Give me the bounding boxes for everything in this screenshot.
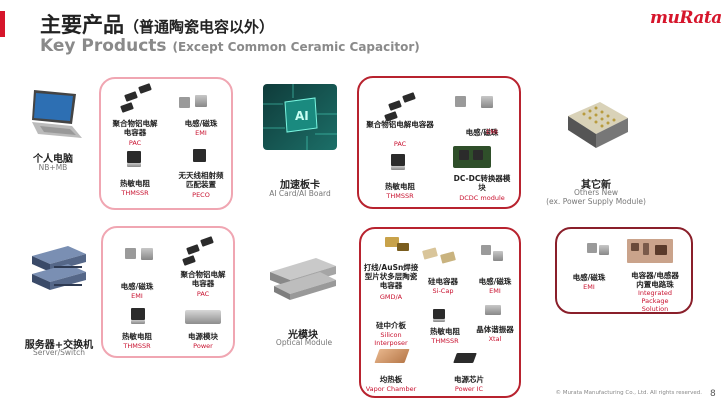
category-pc-sublabel: NB+MB (38, 163, 68, 172)
other-product-emi-name: 电感/磁珠 (572, 273, 606, 282)
category-optical-label: 光模块 (288, 330, 318, 341)
server-product-emi-name: 电感/磁珠 (120, 282, 154, 291)
ai-product-pac-code: PAC (393, 140, 407, 148)
server-product-power-code: Power (193, 342, 213, 350)
optical-product-sicap-code: Si-Cap (432, 287, 454, 295)
server-product-thermistor-name: 热敏电阻 (122, 332, 152, 341)
category-other-sublabel: Others New (574, 188, 618, 197)
server-product-pac-name: 聚合物铝电解电容器 (180, 270, 226, 288)
optical-product-poweric-code: Power IC (454, 385, 484, 393)
murata-logo: muRata (650, 8, 722, 28)
pc-product-pac-name: 聚合物铝电解电容器 (112, 119, 158, 137)
page-number: 8 (710, 389, 716, 399)
ai-chip-icon: AI (263, 84, 337, 150)
laptop-icon (24, 88, 86, 144)
server-product-emi-code: EMI (131, 292, 143, 300)
power-module-icon (560, 96, 632, 156)
category-ai-sublabel: AI Card/AI Board (269, 189, 331, 198)
pc-product-pac-code: PAC (128, 139, 142, 147)
optical-module-icon (266, 252, 340, 306)
title-accent-bar (0, 11, 5, 37)
category-other-note: (ex. Power Supply Module) (546, 197, 646, 206)
optical-product-emi-name: 电感/磁珠 (478, 277, 512, 286)
optical-product-gmd-name: 打线/AuSn焊接型片状多层陶瓷电容器 (363, 263, 419, 290)
server-product-power-name: 电源模块 (188, 332, 218, 341)
svg-text:AI: AI (295, 109, 309, 123)
pc-product-emi-code: EMI (195, 129, 207, 137)
other-product-emi-code: EMI (583, 283, 595, 291)
page-title-en: Key Products (Except Common Ceramic Capa… (40, 36, 420, 56)
optical-product-poweric-name: 电源芯片 (454, 375, 484, 384)
ai-product-pac-name: 聚合物铝电解电容器 (366, 120, 434, 129)
pc-product-thermistor-code: THMSSR (121, 189, 149, 197)
other-product-ips-name: 电容器/电感器内置电路珠 (631, 271, 679, 289)
optical-product-thermistor-name: 热敏电阻 (430, 327, 460, 336)
optical-product-emi-code: EMI (489, 287, 501, 295)
optical-product-sicap-name: 硅电容器 (428, 277, 458, 286)
optical-product-vc-code: Vapor Chamber (365, 385, 417, 393)
ai-product-thermistor-name: 热敏电阻 (385, 182, 415, 191)
optical-product-gmd-code: GMD/A (379, 293, 403, 301)
optical-product-xtal-name: 晶体谐振器 (476, 325, 514, 334)
ai-product-emi-name: 电感/磁珠 (465, 128, 499, 137)
ai-product-emi-code: EMI (486, 128, 498, 136)
optical-product-thermistor-code: THMSSR (431, 337, 459, 345)
pc-product-peco-code: PECO (192, 191, 210, 199)
ai-product-dcdc-code: DCDC module (459, 194, 505, 202)
category-pc-label: 个人电脑 (33, 154, 73, 165)
pc-product-emi-name: 电感/磁珠 (184, 119, 218, 128)
category-other-label: 其它新 (581, 180, 611, 191)
server-product-thermistor-code: THMSSR (123, 342, 151, 350)
copyright-text: © Murata Manufacturing Co., Ltd. All rig… (555, 390, 702, 396)
optical-product-vc-name: 均热板 (379, 375, 403, 384)
category-optical-sublabel: Optical Module (275, 338, 333, 347)
pc-product-peco-name: 无天线相射频匹配装置 (178, 171, 224, 189)
server-product-pac-code: PAC (196, 290, 210, 298)
server-products-box: 电感/磁珠 EMI 聚合物铝电解电容器 PAC 热敏电阻 THMSSR 电源模块… (101, 226, 235, 358)
category-ai-label: 加速板卡 (280, 180, 320, 191)
ai-product-dcdc-name: DC-DC转换器模块 (453, 174, 511, 192)
server-rack-icon (28, 242, 90, 308)
pc-products-box: 聚合物铝电解电容器 PAC 电感/磁珠 EMI 热敏电阻 THMSSR 无天线相… (99, 77, 233, 210)
category-server-sublabel: Server/Switch (33, 348, 85, 357)
page-title-cn: 主要产品（普通陶瓷电容以外） (40, 13, 275, 37)
pc-product-thermistor-name: 热敏电阻 (120, 179, 150, 188)
optical-product-xtal-code: Xtal (488, 335, 502, 343)
optical-product-interposer-name: 硅中介板 (376, 321, 406, 330)
ai-products-box: 聚合物铝电解电容器 PAC 电感/磁珠 EMI 热敏电阻 THMSSR DC-D… (357, 76, 521, 209)
ai-product-thermistor-code: THMSSR (386, 192, 414, 200)
optical-products-box: 打线/AuSn焊接型片状多层陶瓷电容器 GMD/A 硅电容器 Si-Cap 电感… (359, 227, 521, 398)
category-server-label: 服务器+交换机 (24, 340, 94, 351)
